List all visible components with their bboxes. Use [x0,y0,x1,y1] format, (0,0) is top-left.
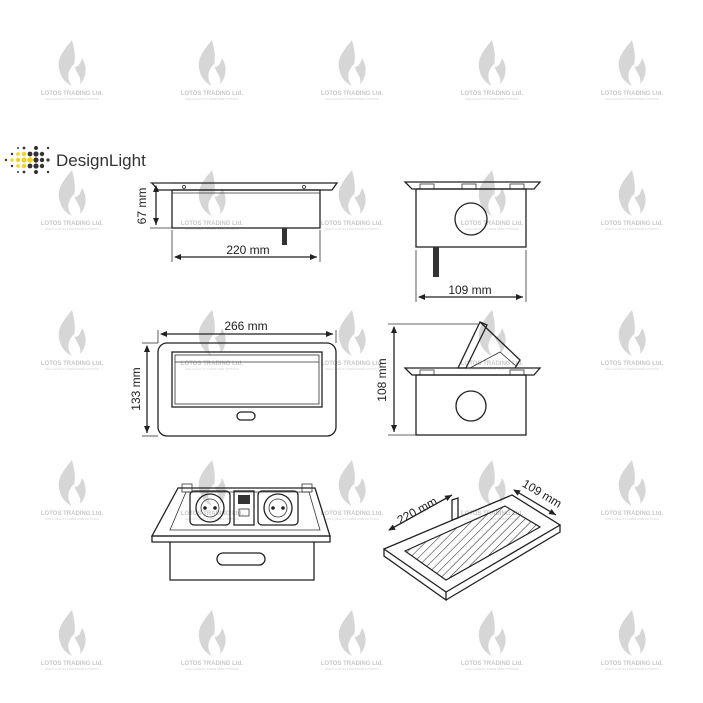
watermark-subtitle: HIGH QUALITY FURNITURE FITTINGS [605,517,659,521]
side-width-label: 109 mm [448,283,491,297]
watermark-subtitle: HIGH QUALITY FURNITURE FITTINGS [325,667,379,671]
watermark-flame-icon: LOTOS TRADING Ltd.HIGH QUALITY FURNITURE… [601,40,664,101]
watermark-subtitle: HIGH QUALITY FURNITURE FITTINGS [465,667,519,671]
watermark-title: LOTOS TRADING Ltd. [601,661,664,667]
watermark-subtitle: HIGH QUALITY FURNITURE FITTINGS [45,367,99,371]
product-isometric-view [150,483,331,581]
side-view-open: 108 mm [375,321,542,436]
watermark-title: LOTOS TRADING Ltd. [41,221,104,227]
watermark-flame-icon: LOTOS TRADING Ltd.HIGH QUALITY FURNITURE… [41,310,104,371]
watermark-flame-icon: LOTOS TRADING Ltd.HIGH QUALITY FURNITURE… [601,310,664,371]
watermark-subtitle: HIGH QUALITY FURNITURE FITTINGS [45,97,99,101]
front-view: 67 mm 220 mm [135,182,339,262]
watermark-flame-icon: LOTOS TRADING Ltd.HIGH QUALITY FURNITURE… [601,610,664,671]
watermark-flame-icon: LOTOS TRADING Ltd.HIGH QUALITY FURNITURE… [41,610,104,671]
watermark-subtitle: HIGH QUALITY FURNITURE FITTINGS [185,667,239,671]
logo-dot-matrix-icon [4,146,50,174]
watermark-title: LOTOS TRADING Ltd. [321,361,384,367]
watermark-title: LOTOS TRADING Ltd. [461,361,524,367]
watermark-title: LOTOS TRADING Ltd. [461,661,524,667]
watermark-subtitle: HIGH QUALITY FURNITURE FITTINGS [465,227,519,231]
watermark-flame-icon: LOTOS TRADING Ltd.HIGH QUALITY FURNITURE… [601,460,664,521]
watermark-flame-icon: LOTOS TRADING Ltd.HIGH QUALITY FURNITURE… [321,310,384,371]
watermark-subtitle: HIGH QUALITY FURNITURE FITTINGS [325,367,379,371]
watermark-title: LOTOS TRADING Ltd. [181,221,244,227]
front-width-label: 220 mm [226,243,269,257]
watermark-flame-icon: LOTOS TRADING Ltd.HIGH QUALITY FURNITURE… [181,40,244,101]
watermark-subtitle: HIGH QUALITY FURNITURE FITTINGS [45,517,99,521]
watermark-subtitle: HIGH QUALITY FURNITURE FITTINGS [605,227,659,231]
watermark-title: LOTOS TRADING Ltd. [181,511,244,517]
cutout-template-view: 220 mm 109 mm [382,476,564,602]
watermark-subtitle: HIGH QUALITY FURNITURE FITTINGS [325,517,379,521]
watermark-subtitle: HIGH QUALITY FURNITURE FITTINGS [185,367,239,371]
watermark-subtitle: HIGH QUALITY FURNITURE FITTINGS [605,367,659,371]
watermark-title: LOTOS TRADING Ltd. [41,91,104,97]
watermark-flame-icon: LOTOS TRADING Ltd.HIGH QUALITY FURNITURE… [321,170,384,231]
top-height-label: 133 mm [129,367,143,410]
brand-name: DesignLight [56,151,146,170]
watermark-title: LOTOS TRADING Ltd. [601,511,664,517]
watermark-title: LOTOS TRADING Ltd. [181,91,244,97]
watermark-flame-icon: LOTOS TRADING Ltd.HIGH QUALITY FURNITURE… [321,460,384,521]
watermark-title: LOTOS TRADING Ltd. [321,221,384,227]
watermark-title: LOTOS TRADING Ltd. [181,361,244,367]
watermark-subtitle: HIGH QUALITY FURNITURE FITTINGS [605,667,659,671]
watermark-title: LOTOS TRADING Ltd. [321,661,384,667]
watermark-flame-icon: LOTOS TRADING Ltd.HIGH QUALITY FURNITURE… [461,40,524,101]
watermark-title: LOTOS TRADING Ltd. [41,511,104,517]
watermark-flame-icon: LOTOS TRADING Ltd.HIGH QUALITY FURNITURE… [321,40,384,101]
watermark-title: LOTOS TRADING Ltd. [321,511,384,517]
watermark-flame-icon: LOTOS TRADING Ltd.HIGH QUALITY FURNITURE… [321,610,384,671]
watermark-subtitle: HIGH QUALITY FURNITURE FITTINGS [45,227,99,231]
watermark-title: LOTOS TRADING Ltd. [601,361,664,367]
watermark-title: LOTOS TRADING Ltd. [601,221,664,227]
watermark-flame-icon: LOTOS TRADING Ltd.HIGH QUALITY FURNITURE… [41,170,104,231]
front-height-label: 67 mm [135,188,149,225]
side-view: 109 mm [403,181,542,302]
cutout-length-label: 220 mm [395,494,440,527]
watermark-title: LOTOS TRADING Ltd. [321,91,384,97]
watermark-subtitle: HIGH QUALITY FURNITURE FITTINGS [605,97,659,101]
watermark-flame-icon: LOTOS TRADING Ltd.HIGH QUALITY FURNITURE… [601,170,664,231]
watermark-title: LOTOS TRADING Ltd. [41,361,104,367]
watermark-subtitle: HIGH QUALITY FURNITURE FITTINGS [185,517,239,521]
top-width-label: 266 mm [224,319,267,333]
brand-logo: DesignLight [4,146,146,174]
watermark-flame-icon: LOTOS TRADING Ltd.HIGH QUALITY FURNITURE… [41,40,104,101]
watermark-subtitle: HIGH QUALITY FURNITURE FITTINGS [325,227,379,231]
watermark-subtitle: HIGH QUALITY FURNITURE FITTINGS [465,97,519,101]
open-height-label: 108 mm [375,358,389,401]
top-view: 266 mm 133 mm [129,319,337,437]
watermark-flame-icon: LOTOS TRADING Ltd.HIGH QUALITY FURNITURE… [461,610,524,671]
watermark-flame-icon: LOTOS TRADING Ltd.HIGH QUALITY FURNITURE… [181,610,244,671]
watermark-subtitle: HIGH QUALITY FURNITURE FITTINGS [325,97,379,101]
watermark-title: LOTOS TRADING Ltd. [181,661,244,667]
watermark-subtitle: HIGH QUALITY FURNITURE FITTINGS [465,367,519,371]
watermark-subtitle: HIGH QUALITY FURNITURE FITTINGS [185,227,239,231]
watermark-title: LOTOS TRADING Ltd. [41,661,104,667]
cutout-width-label: 109 mm [520,476,564,510]
watermark-subtitle: HIGH QUALITY FURNITURE FITTINGS [185,97,239,101]
watermark-flame-icon: LOTOS TRADING Ltd.HIGH QUALITY FURNITURE… [41,460,104,521]
watermark-title: LOTOS TRADING Ltd. [461,221,524,227]
watermark-title: LOTOS TRADING Ltd. [601,91,664,97]
watermark-title: LOTOS TRADING Ltd. [461,91,524,97]
watermark-subtitle: HIGH QUALITY FURNITURE FITTINGS [45,667,99,671]
